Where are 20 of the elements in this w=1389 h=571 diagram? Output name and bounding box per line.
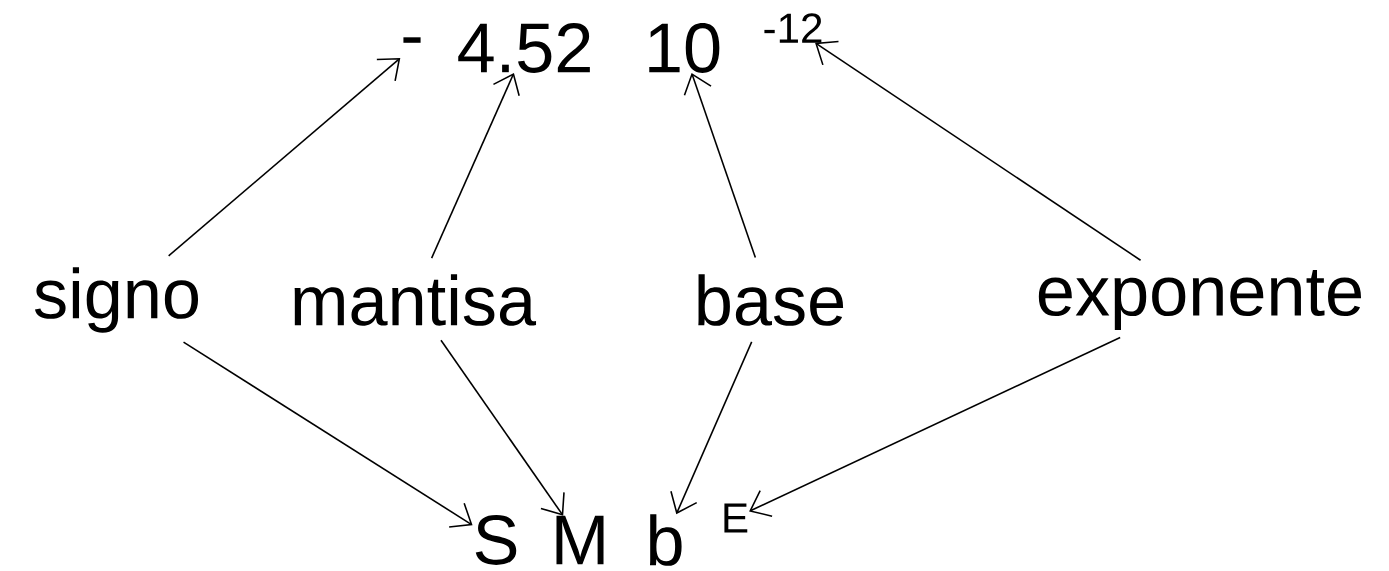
term-label: base [698, 274, 844, 326]
term-label: mantisa [294, 274, 537, 326]
arrow [815, 40, 1142, 262]
arrow [440, 339, 565, 516]
expr-sign: - [403, 37, 421, 43]
symbol: M [556, 515, 604, 565]
arrow [167, 58, 401, 257]
symbol: E [724, 503, 748, 533]
arrow [683, 72, 757, 259]
exponent-value: -12 [764, 13, 822, 43]
arrow [430, 72, 520, 259]
arrow [182, 341, 473, 528]
arrow [749, 336, 1121, 517]
term-label: exponente [1038, 270, 1361, 330]
symbol: S [475, 515, 517, 565]
base-value: 10 [649, 23, 720, 73]
mantissa-value: 4.52 [458, 23, 590, 73]
term-label: signo [34, 267, 199, 333]
symbol: b [650, 514, 682, 566]
arrow [670, 341, 753, 515]
